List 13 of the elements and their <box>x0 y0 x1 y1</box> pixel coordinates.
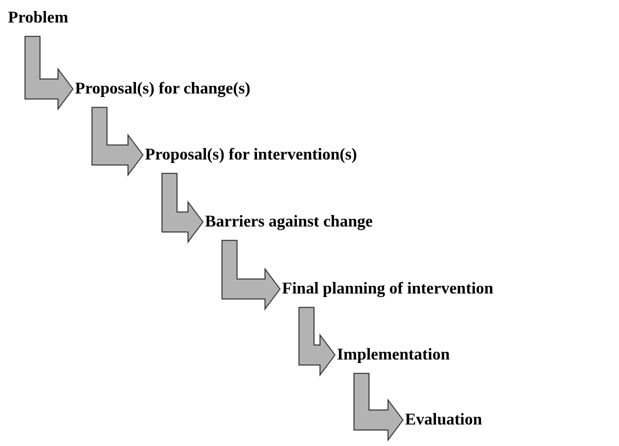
step-label: Final planning of intervention <box>282 278 494 300</box>
bent-arrow <box>222 240 281 310</box>
bent-arrow <box>162 172 204 244</box>
bent-arrow <box>298 306 336 376</box>
step-label: Problem <box>8 8 68 28</box>
step-label: Proposal(s) for intervention(s) <box>145 144 358 166</box>
step-label: Evaluation <box>405 410 482 430</box>
bent-arrow <box>24 36 74 110</box>
bent-arrow <box>92 106 144 176</box>
step-label: Barriers against change <box>205 212 373 232</box>
step-label: Proposal(s) for change(s) <box>75 78 250 100</box>
bent-arrow <box>354 372 404 442</box>
step-label: Implementation <box>337 344 450 366</box>
